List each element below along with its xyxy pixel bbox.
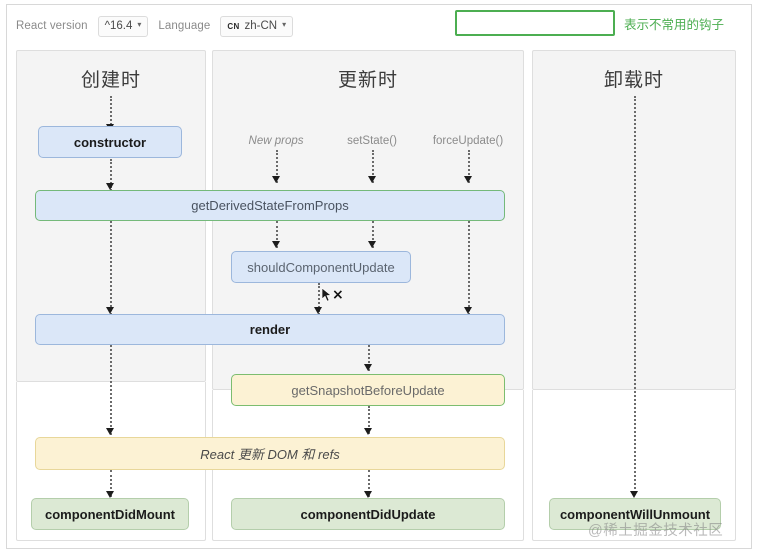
connector-forceupdate-to-gdsfp — [468, 150, 470, 183]
react-version-select[interactable]: ^16.4 ▾ — [97, 15, 149, 37]
connector-render-to-react-updates-dom — [110, 345, 112, 435]
arrowhead — [364, 491, 372, 498]
trigger-set-state: setState() — [347, 135, 397, 147]
toolbar: React version ^16.4 ▾ Language CN zh-CN … — [16, 14, 294, 38]
connector-unmount-long — [634, 96, 636, 493]
language-select[interactable]: CN zh-CN ▾ — [220, 15, 294, 37]
arrowhead — [106, 491, 114, 498]
phase-title-unmounting: 卸载时 — [603, 70, 664, 91]
arrowhead — [314, 307, 322, 314]
node-component-did-update[interactable]: componentDidUpdate — [231, 498, 505, 530]
arrowhead — [630, 491, 638, 498]
mouse-cursor-icon — [322, 288, 332, 302]
connector-gdsfp-to-scu-right — [372, 221, 374, 248]
connector-forceupdate-bypass-to-render — [468, 221, 470, 315]
chevron-down-icon: ▾ — [137, 20, 142, 29]
arrowhead — [272, 176, 280, 183]
node-react-updates-dom-and-refs[interactable]: React 更新 DOM 和 refs — [35, 437, 505, 470]
country-flag-icon: CN — [227, 21, 240, 31]
connector-gdsfp-to-render — [110, 221, 112, 315]
node-constructor[interactable]: constructor — [38, 126, 182, 158]
connector-setstate-to-gdsfp — [372, 150, 374, 183]
node-component-did-mount[interactable]: componentDidMount — [31, 498, 189, 530]
skip-x-marker: × — [332, 287, 344, 303]
trigger-new-props: New props — [248, 135, 304, 147]
react-version-label: React version — [16, 20, 88, 32]
arrowhead — [368, 176, 376, 183]
connector-gdsfp-to-scu-left — [276, 221, 278, 248]
arrowhead — [106, 307, 114, 314]
arrowhead — [364, 428, 372, 435]
legend-swatch-uncommon-hook — [455, 10, 615, 36]
node-should-component-update[interactable]: shouldComponentUpdate — [231, 251, 411, 283]
legend: 表示不常用的钩子 — [455, 10, 724, 36]
arrowhead — [464, 307, 472, 314]
node-get-snapshot-before-update[interactable]: getSnapshotBeforeUpdate — [231, 374, 505, 406]
phase-title-mounting: 创建时 — [80, 70, 141, 91]
arrowhead — [106, 183, 114, 190]
arrowhead — [464, 176, 472, 183]
legend-label: 表示不常用的钩子 — [624, 17, 725, 32]
connector-dom-to-component-did-update — [368, 470, 370, 497]
arrowhead — [364, 364, 372, 371]
arrowhead — [272, 241, 280, 248]
phase-title-updating: 更新时 — [337, 70, 398, 91]
connector-new-props-to-gdsfp — [276, 150, 278, 183]
react-version-value: ^16.4 — [104, 20, 133, 32]
connector-render-to-snapshot — [368, 345, 370, 371]
connector-dom-to-component-did-mount — [110, 470, 112, 497]
language-value: zh-CN — [244, 20, 278, 32]
language-label: Language — [158, 20, 211, 32]
connector-scu-to-render — [318, 283, 320, 315]
node-render[interactable]: render — [35, 314, 505, 345]
arrowhead — [106, 428, 114, 435]
node-get-derived-state-from-props[interactable]: getDerivedStateFromProps — [35, 190, 505, 221]
connector-constructor-to-gdsfp — [110, 159, 112, 191]
chevron-down-icon: ▾ — [282, 20, 287, 29]
arrowhead — [368, 241, 376, 248]
node-component-will-unmount[interactable]: componentWillUnmount — [549, 498, 721, 530]
connector-snapshot-to-react-updates-dom — [368, 406, 370, 434]
connector-title-to-constructor — [110, 96, 112, 132]
trigger-force-update: forceUpdate() — [432, 135, 504, 147]
